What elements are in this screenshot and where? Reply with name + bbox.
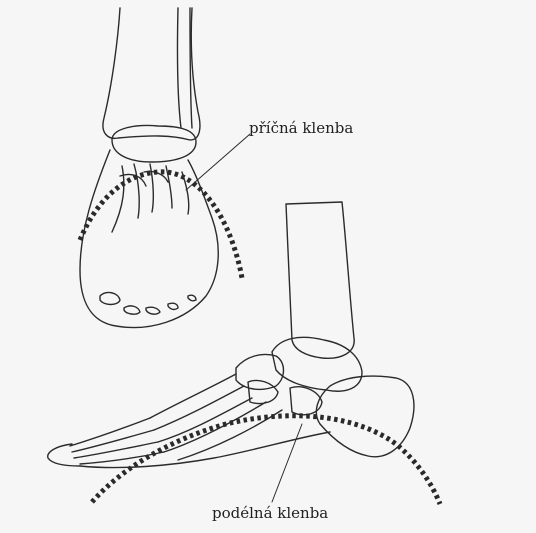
front-view-foot: [80, 8, 218, 328]
tibia-bone: [103, 8, 200, 140]
tibia-side-bone: [286, 202, 354, 358]
talus-side-bone: [272, 337, 362, 391]
toe-5: [188, 295, 196, 301]
talus-bone: [112, 126, 196, 162]
midfoot-bones: [236, 355, 322, 415]
longitudinal-arch-label: podélná klenba: [212, 506, 328, 521]
toe-2: [124, 306, 140, 314]
longitudinal-arch-leader: [272, 424, 302, 502]
toe-3: [146, 307, 160, 314]
toe-1: [100, 293, 120, 305]
transverse-arch-label: příčná klenba: [249, 121, 353, 136]
longitudinal-arch-curve: [92, 416, 440, 504]
fibula-bone: [177, 8, 192, 128]
toe-4: [168, 303, 178, 309]
